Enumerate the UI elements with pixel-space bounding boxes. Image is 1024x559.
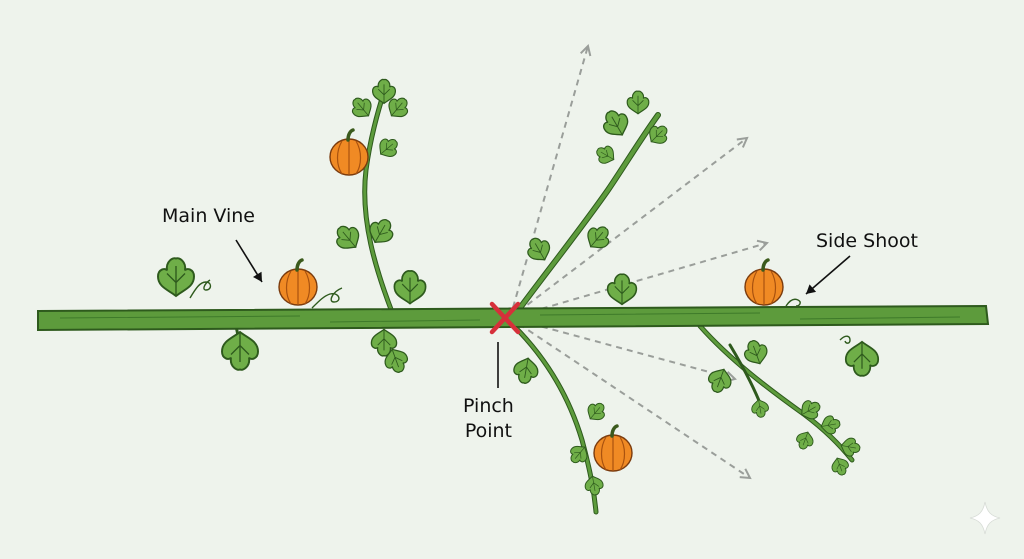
leaf-icon [592,141,619,168]
dashed-arrow-icon [509,136,749,319]
leaf-icon [346,92,377,123]
leaf-icon [221,331,259,371]
leaf-icon [704,364,736,397]
pumpkin-icon [743,258,785,307]
leaf-icon [740,336,772,369]
tendril-icon [189,279,212,299]
side-shoot-pointer [805,255,851,295]
tendrils [189,279,851,344]
leaf-icon [839,436,862,459]
leaf-icon [844,340,880,377]
leaf-icon [793,428,817,453]
dashed-arrow-icon [509,317,752,480]
pumpkins [277,128,785,473]
dashed-arrow-icon [509,317,737,383]
pinch-point-label: Pinch Point [463,394,514,444]
dashed-arrow-icon [509,44,592,319]
leaf-icon [597,105,634,142]
tendril-icon [311,287,343,309]
tendril-icon [839,335,851,344]
leaf-icon [626,90,650,115]
pumpkin-icon [328,128,370,177]
leaf-icon [157,257,195,297]
leaf-icon [581,220,616,255]
main-vine-label: Main Vine [162,205,255,227]
pinch-point-label-line1: Pinch [463,395,514,417]
x-mark-icon [489,301,521,335]
pumpkin-icon [592,424,634,473]
leaf-icon [582,398,610,426]
callout-arrows [235,239,851,388]
main-vine-pointer [235,239,263,283]
leaf-icon [749,397,771,420]
upper-left-stem [362,83,395,315]
leaf-icon [583,474,606,497]
leaf-icon [329,219,366,256]
leaf-icon [511,355,541,386]
leaf-icon [606,273,638,306]
dashed-arrow-icon [509,239,769,319]
pinch-point-label-line2: Point [464,420,513,442]
leaf-icon [522,232,556,267]
leaf-icon [393,270,427,305]
side-shoot-label: Side Shoot [816,230,918,252]
leaf-icon [373,133,403,163]
pumpkin-icon [277,258,319,307]
growth-arrows [509,44,769,480]
tendril-icon [785,298,801,307]
main-vine [37,304,990,332]
sparkle-icon [969,501,1001,535]
lower-side-shoot [511,323,599,515]
